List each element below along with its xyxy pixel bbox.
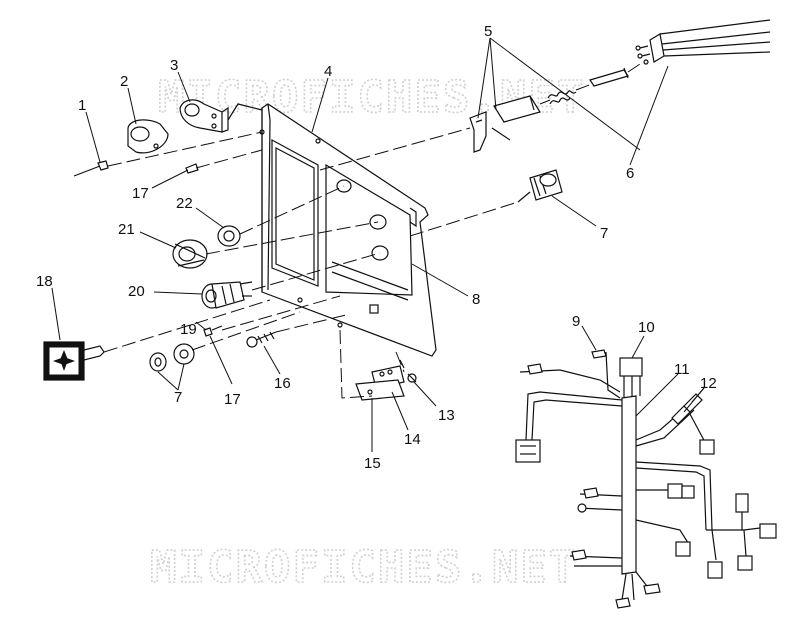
callout-labels: 1 2 3 4 5 6 7 7 8 9 10 11 12 13 14 15 16… <box>36 23 717 472</box>
callout-1: 1 <box>78 97 86 114</box>
callout-8: 8 <box>472 291 480 308</box>
watermark-bottom: MICROFICHES.NET <box>150 542 577 593</box>
callout-14: 14 <box>404 431 421 448</box>
callout-9: 9 <box>572 313 580 330</box>
rings-part-7 <box>149 343 195 372</box>
callout-19: 19 <box>180 321 197 338</box>
callout-18: 18 <box>36 273 53 290</box>
callout-2: 2 <box>120 73 128 90</box>
screw-part-1 <box>73 160 109 177</box>
toggle-switch-part-7 <box>517 169 563 203</box>
bracket-part-3 <box>179 99 229 133</box>
callout-21: 21 <box>118 221 135 238</box>
callout-7-rings: 7 <box>174 389 182 406</box>
callout-17-upper: 17 <box>132 185 149 202</box>
callout-17-lower: 17 <box>224 391 241 408</box>
callout-22: 22 <box>176 195 193 212</box>
ignition-switch-part-20 <box>201 281 253 309</box>
callout-12: 12 <box>700 375 717 392</box>
washer-part-22 <box>217 225 241 247</box>
assembly-lines <box>103 63 641 399</box>
bracket-tab <box>227 103 263 121</box>
callout-6: 6 <box>626 165 634 182</box>
leader-lines <box>51 37 705 452</box>
callout-3: 3 <box>170 57 178 74</box>
screw-part-17-upper <box>185 163 199 174</box>
dash-panel <box>259 103 437 357</box>
screw-part-19 <box>203 325 223 337</box>
callout-20: 20 <box>128 283 145 300</box>
terminal-block-parts-13-15 <box>355 359 417 401</box>
callout-11: 11 <box>674 361 690 378</box>
callout-15: 15 <box>364 455 381 472</box>
callout-10: 10 <box>638 319 655 336</box>
screw-part-16 <box>246 331 277 348</box>
callout-5: 5 <box>484 23 492 40</box>
callout-7-toggle: 7 <box>600 225 608 242</box>
wiring-harness <box>515 349 777 609</box>
key-part-18 <box>43 341 105 381</box>
callout-13: 13 <box>438 407 455 424</box>
nut-part-21 <box>172 239 208 269</box>
callout-4: 4 <box>324 63 332 80</box>
mounting-plate-part-2 <box>127 119 169 154</box>
callout-16: 16 <box>274 375 291 392</box>
